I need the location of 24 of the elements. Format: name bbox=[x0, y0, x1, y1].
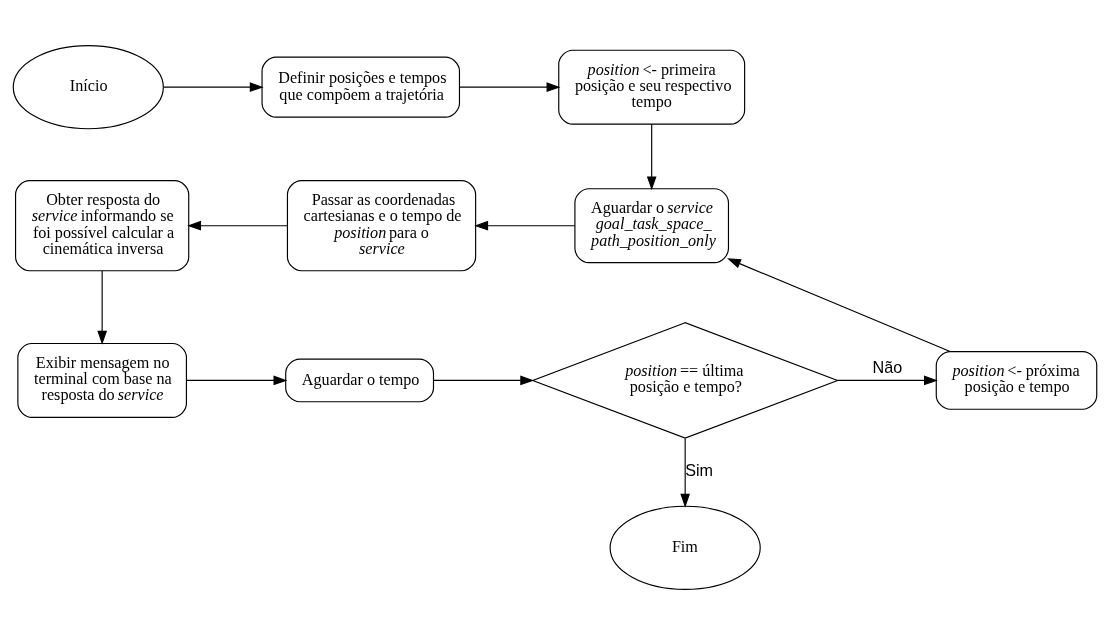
node-ellipse: Fim bbox=[609, 505, 761, 590]
arrow bbox=[97, 270, 107, 345]
edge-label: Não bbox=[872, 357, 903, 376]
arrow bbox=[646, 123, 657, 191]
arrow bbox=[163, 82, 264, 93]
node-box: position <- próxima posição e tempo bbox=[935, 351, 1098, 410]
node-ellipse: Início bbox=[12, 45, 164, 130]
node-box: Passar as coordenadas cartesianas e o tempo de position para o service bbox=[286, 180, 477, 272]
arrow bbox=[187, 220, 288, 231]
arrow bbox=[727, 258, 951, 353]
node-diamond: position == última posição e tempo? bbox=[531, 322, 840, 439]
node-box: Aguardar o tempo bbox=[285, 358, 435, 403]
edge-label: Sim bbox=[685, 461, 713, 480]
arrow bbox=[459, 82, 561, 93]
node-box: Obter resposta do service informando se foi possível calcular a cinemática inversa bbox=[15, 180, 190, 272]
node-box: Exibir mensagem no terminal com base na resposta do service bbox=[17, 342, 187, 418]
arrow bbox=[433, 375, 535, 386]
arrow bbox=[186, 375, 288, 386]
arrow bbox=[680, 437, 691, 508]
arrow bbox=[474, 220, 576, 231]
node-box: Aguardar o service goal_task_space_ path_position_only bbox=[574, 188, 730, 264]
node-box: position <- primeira posição e seu respectivo tempo bbox=[558, 49, 746, 125]
arrow bbox=[837, 375, 938, 386]
node-box: Definir posições e tempos que compõem a trajetória bbox=[261, 56, 461, 118]
